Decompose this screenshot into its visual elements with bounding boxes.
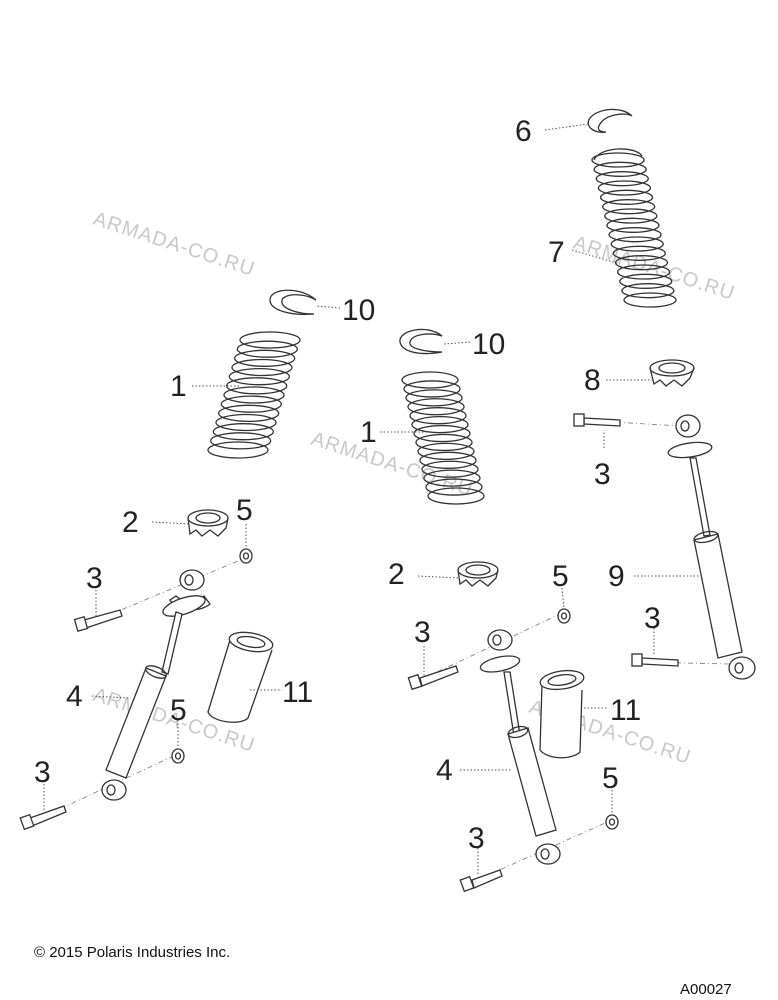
callout-1-left: 1: [170, 370, 187, 403]
callout-6: 6: [515, 115, 532, 148]
callout-3-middle-bottom: 3: [468, 822, 485, 855]
spring-retainer-2-right[interactable]: [457, 561, 499, 587]
callout-1-right: 1: [360, 416, 377, 449]
callout-8: 8: [584, 364, 601, 397]
spring-retainer-8[interactable]: [649, 359, 695, 387]
nut-5-left-bottom[interactable]: [171, 748, 185, 764]
callout-5-left-top: 5: [236, 494, 253, 527]
bolt-3-left-top[interactable]: [73, 609, 123, 632]
callout-4-middle: 4: [436, 754, 453, 787]
callout-9: 9: [608, 560, 625, 593]
drawing-id: A00027: [680, 981, 732, 998]
callout-5-left-bottom: 5: [170, 694, 187, 727]
bolt-3-middle-top[interactable]: [407, 665, 459, 691]
callout-2-left: 2: [122, 506, 139, 539]
spring-1-left[interactable]: [207, 331, 301, 459]
callout-5-middle-top: 5: [552, 560, 569, 593]
callout-2-middle: 2: [388, 558, 405, 591]
watermark-3: ARMADA-CO.RU: [308, 428, 475, 501]
shock-absorber-4-left[interactable]: [27, 555, 251, 825]
bolt-3-right-top[interactable]: [573, 413, 621, 427]
bolt-3-left-bottom[interactable]: [19, 805, 67, 831]
spring-retainer-2-left[interactable]: [187, 509, 229, 537]
callout-3-left-top: 3: [86, 562, 103, 595]
boot-11-left[interactable]: [207, 629, 274, 723]
callout-5-middle-bottom: 5: [602, 762, 619, 795]
nut-5-middle-bottom[interactable]: [605, 814, 619, 830]
bolt-3-middle-bottom[interactable]: [459, 869, 503, 893]
callout-11-left: 11: [282, 676, 313, 709]
callout-3-right-bottom: 3: [644, 602, 661, 635]
spring-1-right[interactable]: [401, 371, 485, 505]
callout-4-left: 4: [66, 680, 83, 713]
watermark-1: ARMADA-CO.RU: [90, 208, 257, 281]
callout-10-right: 10: [472, 328, 505, 361]
snap-ring-6[interactable]: [587, 108, 633, 133]
bolt-3-right-bottom[interactable]: [631, 653, 679, 667]
snap-ring-10-left[interactable]: [269, 289, 317, 316]
callout-10-left: 10: [342, 294, 375, 327]
leader-lines: [43, 123, 700, 874]
callout-3-right-top: 3: [594, 458, 611, 491]
boot-11-right[interactable]: [539, 668, 585, 759]
spring-7[interactable]: [591, 148, 677, 308]
snap-ring-10-right[interactable]: [399, 328, 443, 355]
callout-labels: 6 7 10 10 1 1 8 3 2 5 2 5 9 3 3 3 4 11 5…: [34, 115, 661, 855]
shock-absorber-9[interactable]: [579, 414, 756, 680]
shock-absorber-4-right[interactable]: [415, 613, 613, 885]
callout-3-left-bottom: 3: [34, 756, 51, 789]
callout-3-middle-top: 3: [414, 616, 431, 649]
nut-5-left-top[interactable]: [239, 548, 253, 564]
copyright-text: © 2015 Polaris Industries Inc.: [34, 944, 230, 961]
callout-11-right: 11: [610, 694, 641, 727]
spring-7-coils: [591, 152, 677, 308]
nut-5-middle-top[interactable]: [557, 608, 571, 624]
callout-7: 7: [548, 236, 565, 269]
